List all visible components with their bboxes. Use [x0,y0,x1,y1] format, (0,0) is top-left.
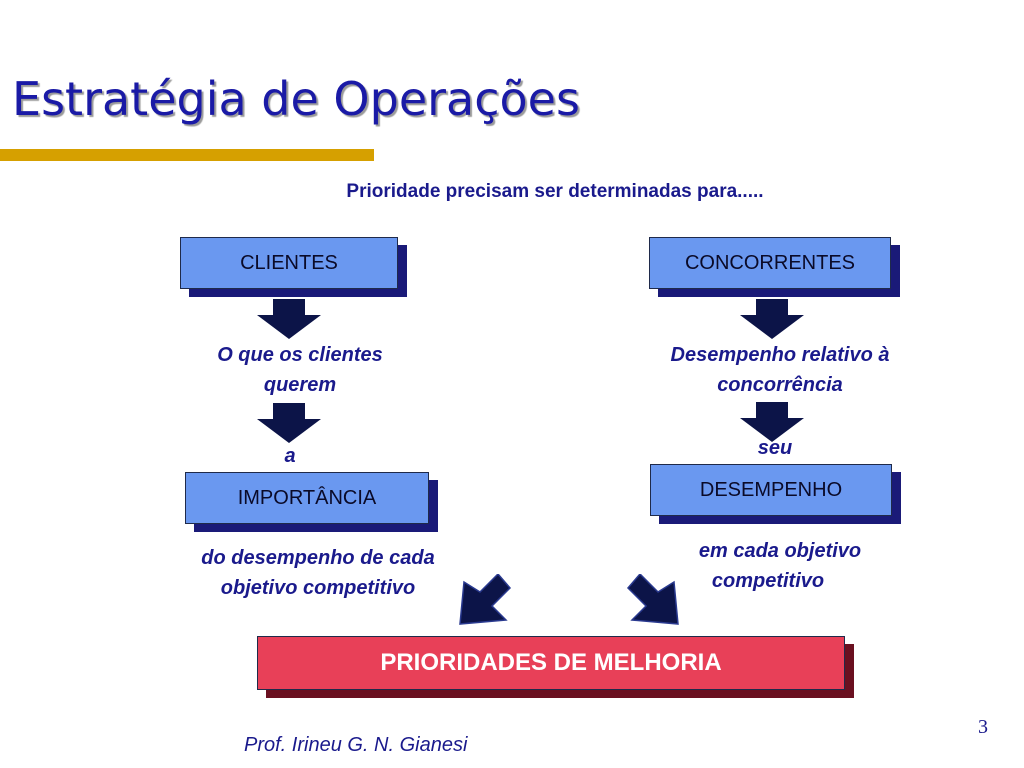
left-connector-text: a [284,445,296,467]
desempenho-box: DESEMPENHO [650,464,892,516]
desempenho-description-line-2: competitivo [711,570,825,592]
page-number: 3 [978,716,988,738]
concorrentes-label: CONCORRENTES [684,251,855,274]
importancia-description-line-2: objetivo competitivo [220,577,416,599]
clientes-description-line-2: querem [263,374,337,396]
concorrentes-description-line-1: Desempenho relativo à [670,344,890,366]
diagonal-arrow-left-icon [459,574,512,625]
diagonal-arrow-right-icon [626,574,679,625]
concorrentes-description: Desempenho relativo à concorrência [620,340,940,400]
prioridades-box: PRIORIDADES DE MELHORIA [257,636,845,690]
down-arrow-icon [740,402,804,442]
desempenho-description: em cada objetivo competitivo [650,536,910,596]
clientes-description-line-1: O que os clientes [217,344,383,366]
slide-subtitle: Prioridade precisam ser determinadas par… [346,181,764,202]
clientes-box: CLIENTES [180,237,398,289]
right-connector-text: seu [757,437,793,459]
importancia-box: IMPORTÂNCIA [185,472,429,524]
importancia-label: IMPORTÂNCIA [237,486,377,509]
down-arrow-icon [257,403,321,443]
slide-title: Estratégia de Operações [12,72,580,126]
concorrentes-box: CONCORRENTES [649,237,891,289]
concorrentes-description-line-2: concorrência [717,374,843,396]
clientes-label: CLIENTES [240,251,338,274]
footer-author: Prof. Irineu G. N. Gianesi [244,734,468,756]
prioridades-label: PRIORIDADES DE MELHORIA [380,649,722,676]
clientes-description: O que os clientes querem [150,340,450,400]
importancia-description: do desempenho de cada objetivo competiti… [150,543,486,603]
title-accent-bar [0,149,374,161]
importancia-description-line-1: do desempenho de cada [201,547,435,569]
desempenho-description-line-1: em cada objetivo [698,540,862,562]
desempenho-label: DESEMPENHO [699,478,843,501]
down-arrow-icon [740,299,804,339]
down-arrow-icon [257,299,321,339]
